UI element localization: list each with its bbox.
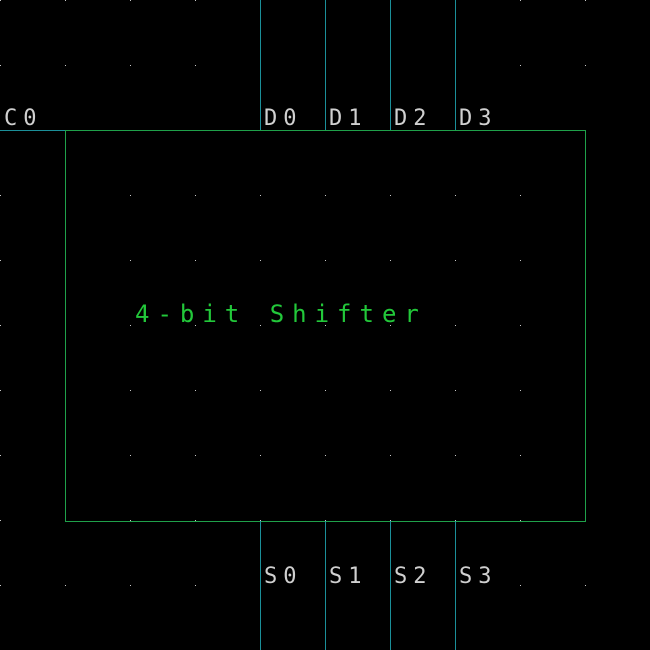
grid-dot: [260, 520, 261, 521]
grid-dot: [195, 260, 196, 261]
grid-dot: [195, 65, 196, 66]
grid-dot: [195, 520, 196, 521]
grid-dot: [65, 585, 66, 586]
shifter-block-title: 4-bit Shifter: [135, 300, 427, 328]
grid-dot: [260, 390, 261, 391]
grid-dot: [520, 390, 521, 391]
pin-labels: C0 D0 D1 D2 D3 S0 S1 S2 S3: [4, 106, 498, 589]
grid-dot: [520, 325, 521, 326]
grid-dot: [520, 0, 521, 1]
grid-dot: [65, 0, 66, 1]
pin-label-d0: D0: [264, 106, 303, 131]
grid-dot: [390, 260, 391, 261]
grid-dot: [325, 390, 326, 391]
grid-dot: [455, 260, 456, 261]
grid-dot: [65, 65, 66, 66]
pin-label-s3: S3: [459, 564, 498, 589]
grid-dot: [455, 520, 456, 521]
grid-dot: [520, 195, 521, 196]
pin-label-d2: D2: [394, 106, 433, 131]
grid-dot: [520, 65, 521, 66]
grid-dot: [0, 520, 1, 521]
grid-dot: [325, 455, 326, 456]
grid-dot: [0, 260, 1, 261]
grid-dot: [0, 390, 1, 391]
grid-dot: [0, 325, 1, 326]
grid-dot: [0, 0, 1, 1]
grid-dot: [130, 260, 131, 261]
grid-dot: [455, 390, 456, 391]
pin-label-s2: S2: [394, 564, 433, 589]
grid-dot: [585, 0, 586, 1]
grid-dot: [130, 585, 131, 586]
grid-dot: [520, 520, 521, 521]
grid-dot: [455, 455, 456, 456]
grid-dot: [130, 195, 131, 196]
grid-dot: [390, 455, 391, 456]
pin-label-d1: D1: [329, 106, 368, 131]
grid-dot: [260, 195, 261, 196]
grid-dot: [130, 390, 131, 391]
grid-dot: [325, 195, 326, 196]
grid-dot: [195, 455, 196, 456]
grid-dot: [0, 455, 1, 456]
grid-dot: [325, 325, 326, 326]
pin-wires: [0, 0, 456, 650]
grid-dot: [390, 195, 391, 196]
grid-dot: [325, 520, 326, 521]
grid-dot: [390, 390, 391, 391]
grid-dot: [325, 260, 326, 261]
grid-dot: [195, 195, 196, 196]
grid-dot: [0, 195, 1, 196]
grid-dot: [455, 195, 456, 196]
grid-dot: [260, 325, 261, 326]
grid-dot: [130, 0, 131, 1]
pin-label-s1: S1: [329, 564, 368, 589]
grid-dot: [520, 260, 521, 261]
grid-dot: [520, 455, 521, 456]
grid-dot: [130, 455, 131, 456]
grid-dot: [195, 585, 196, 586]
grid-dot: [0, 585, 1, 586]
grid-dot: [130, 325, 131, 326]
grid-dot: [130, 520, 131, 521]
grid-dot: [195, 390, 196, 391]
grid-dot: [195, 0, 196, 1]
grid-dot: [390, 520, 391, 521]
pin-label-c0: C0: [4, 106, 43, 131]
pin-label-s0: S0: [264, 564, 303, 589]
grid-dot: [260, 260, 261, 261]
grid-dot: [520, 585, 521, 586]
grid-dot: [195, 325, 196, 326]
grid-dot: [0, 65, 1, 66]
grid-dot: [260, 455, 261, 456]
grid-dot: [130, 65, 131, 66]
grid-dot: [455, 325, 456, 326]
grid-dot: [390, 325, 391, 326]
grid-dot: [585, 585, 586, 586]
grid-dot: [585, 65, 586, 66]
pin-label-d3: D3: [459, 106, 498, 131]
